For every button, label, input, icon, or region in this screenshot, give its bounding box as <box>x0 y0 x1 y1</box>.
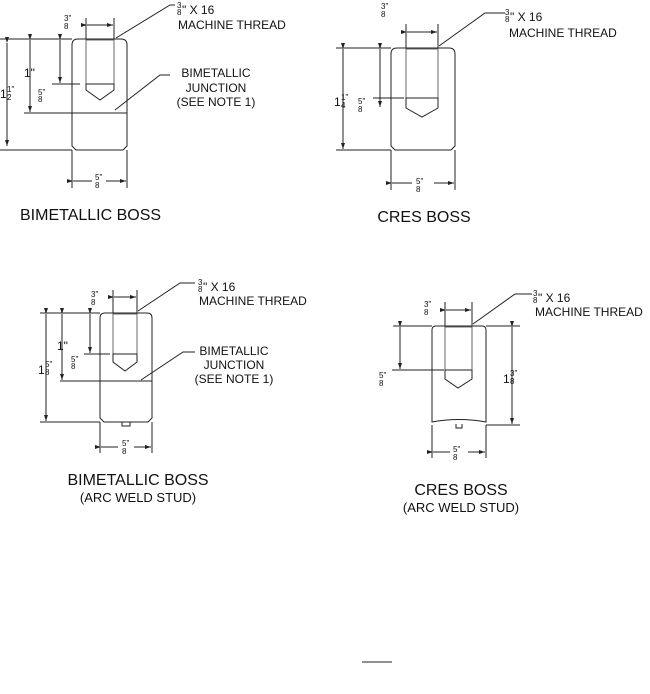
thread-note: MACHINE THREAD <box>509 26 617 40</box>
note: 3 <box>505 8 510 17</box>
dim-label: 1 <box>38 363 45 377</box>
dim-label: 5" <box>453 445 460 454</box>
junction-note: BIMETALLIC <box>181 66 250 80</box>
dim-label: 1" <box>57 339 68 353</box>
dim-label: 5" <box>38 88 45 97</box>
dim-label: 8 <box>358 105 363 114</box>
dim-label: 3" <box>510 369 517 378</box>
dim-label: 2 <box>7 93 12 102</box>
dim-label: 1 <box>0 87 7 101</box>
dim-label: 8 <box>379 379 384 388</box>
junction-note: JUNCTION <box>186 81 247 95</box>
bimetallic-boss-arc-weld-drawing: 3" 8 1" 5" 8 1 5" 8 5" 8 3 8 " X 16 MACH… <box>38 278 307 505</box>
dim-label: 3" <box>424 300 431 309</box>
dim-label: 3" <box>91 290 98 299</box>
dim-label: 5" <box>71 355 78 364</box>
drawing-title: BIMETALLIC BOSS <box>67 472 208 489</box>
note: 3 <box>177 1 182 10</box>
dim-label: 8 <box>91 298 96 307</box>
dim-label: 8 <box>95 181 100 190</box>
dim-label: 5" <box>122 439 129 448</box>
junction-note: (SEE NOTE 1) <box>177 95 256 109</box>
drawing-title: CRES BOSS <box>414 482 507 499</box>
dim-label: 1 <box>334 95 341 109</box>
dim-label: 8 <box>38 95 43 104</box>
dim-label: 8 <box>122 447 127 456</box>
thread-note: " X 16 <box>203 280 236 294</box>
dim-label: 8 <box>510 377 515 386</box>
thread-note: " X 16 <box>510 10 543 24</box>
drawing-title: CRES BOSS <box>377 209 470 226</box>
dim-label: 8 <box>453 453 458 462</box>
dim-label: 8 <box>45 368 50 377</box>
note: 8 <box>177 8 182 17</box>
cres-boss-drawing: 3" 8 1 1" 4 5" 8 5" 8 3 8 " X 16 MACHINE… <box>334 2 617 226</box>
dim-label: 1" <box>341 93 348 102</box>
dim-label: 8 <box>71 362 76 371</box>
dim-label: 1 <box>503 372 510 386</box>
note: 8 <box>505 15 510 24</box>
junction-note: BIMETALLIC <box>199 344 268 358</box>
dim-label: 3" <box>64 14 71 23</box>
thread-note: MACHINE THREAD <box>199 294 307 308</box>
bimetallic-boss-drawing: 3" 8 1" 5" 8 1 1" 2 5" 8 3 8 " X 16 MACH… <box>0 1 286 224</box>
dim-label: 1" <box>24 66 35 80</box>
dim-label: 5" <box>45 360 52 369</box>
drawing-subtitle: (ARC WELD STUD) <box>403 500 519 515</box>
dim-label: 4 <box>341 101 346 110</box>
note: 8 <box>533 296 538 305</box>
thread-note: " X 16 <box>538 291 571 305</box>
dim-label: 8 <box>424 308 429 317</box>
dim-label: 5" <box>95 173 102 182</box>
dim-label: 8 <box>416 185 421 194</box>
thread-note: MACHINE THREAD <box>178 18 286 32</box>
junction-note: JUNCTION <box>204 358 265 372</box>
drawing-title: BIMETALLIC BOSS <box>20 207 161 224</box>
thread-note: MACHINE THREAD <box>535 305 643 319</box>
note: 8 <box>198 285 203 294</box>
dim-label: 5" <box>358 97 365 106</box>
note: 3 <box>198 278 203 287</box>
thread-note: " X 16 <box>182 3 215 17</box>
dim-label: 8 <box>381 10 386 19</box>
dim-label: 8 <box>64 22 69 31</box>
cres-boss-arc-weld-drawing: 3" 8 5" 8 1 3" 8 5" 8 3 8 " X 16 MACHINE… <box>379 289 643 515</box>
dim-label: 5" <box>379 371 386 380</box>
dim-label: 1" <box>7 85 14 94</box>
dim-label: 5" <box>416 177 423 186</box>
dim-label: 3" <box>381 2 388 11</box>
note: 3 <box>533 289 538 298</box>
junction-note: (SEE NOTE 1) <box>195 372 274 386</box>
drawing-subtitle: (ARC WELD STUD) <box>80 490 196 505</box>
